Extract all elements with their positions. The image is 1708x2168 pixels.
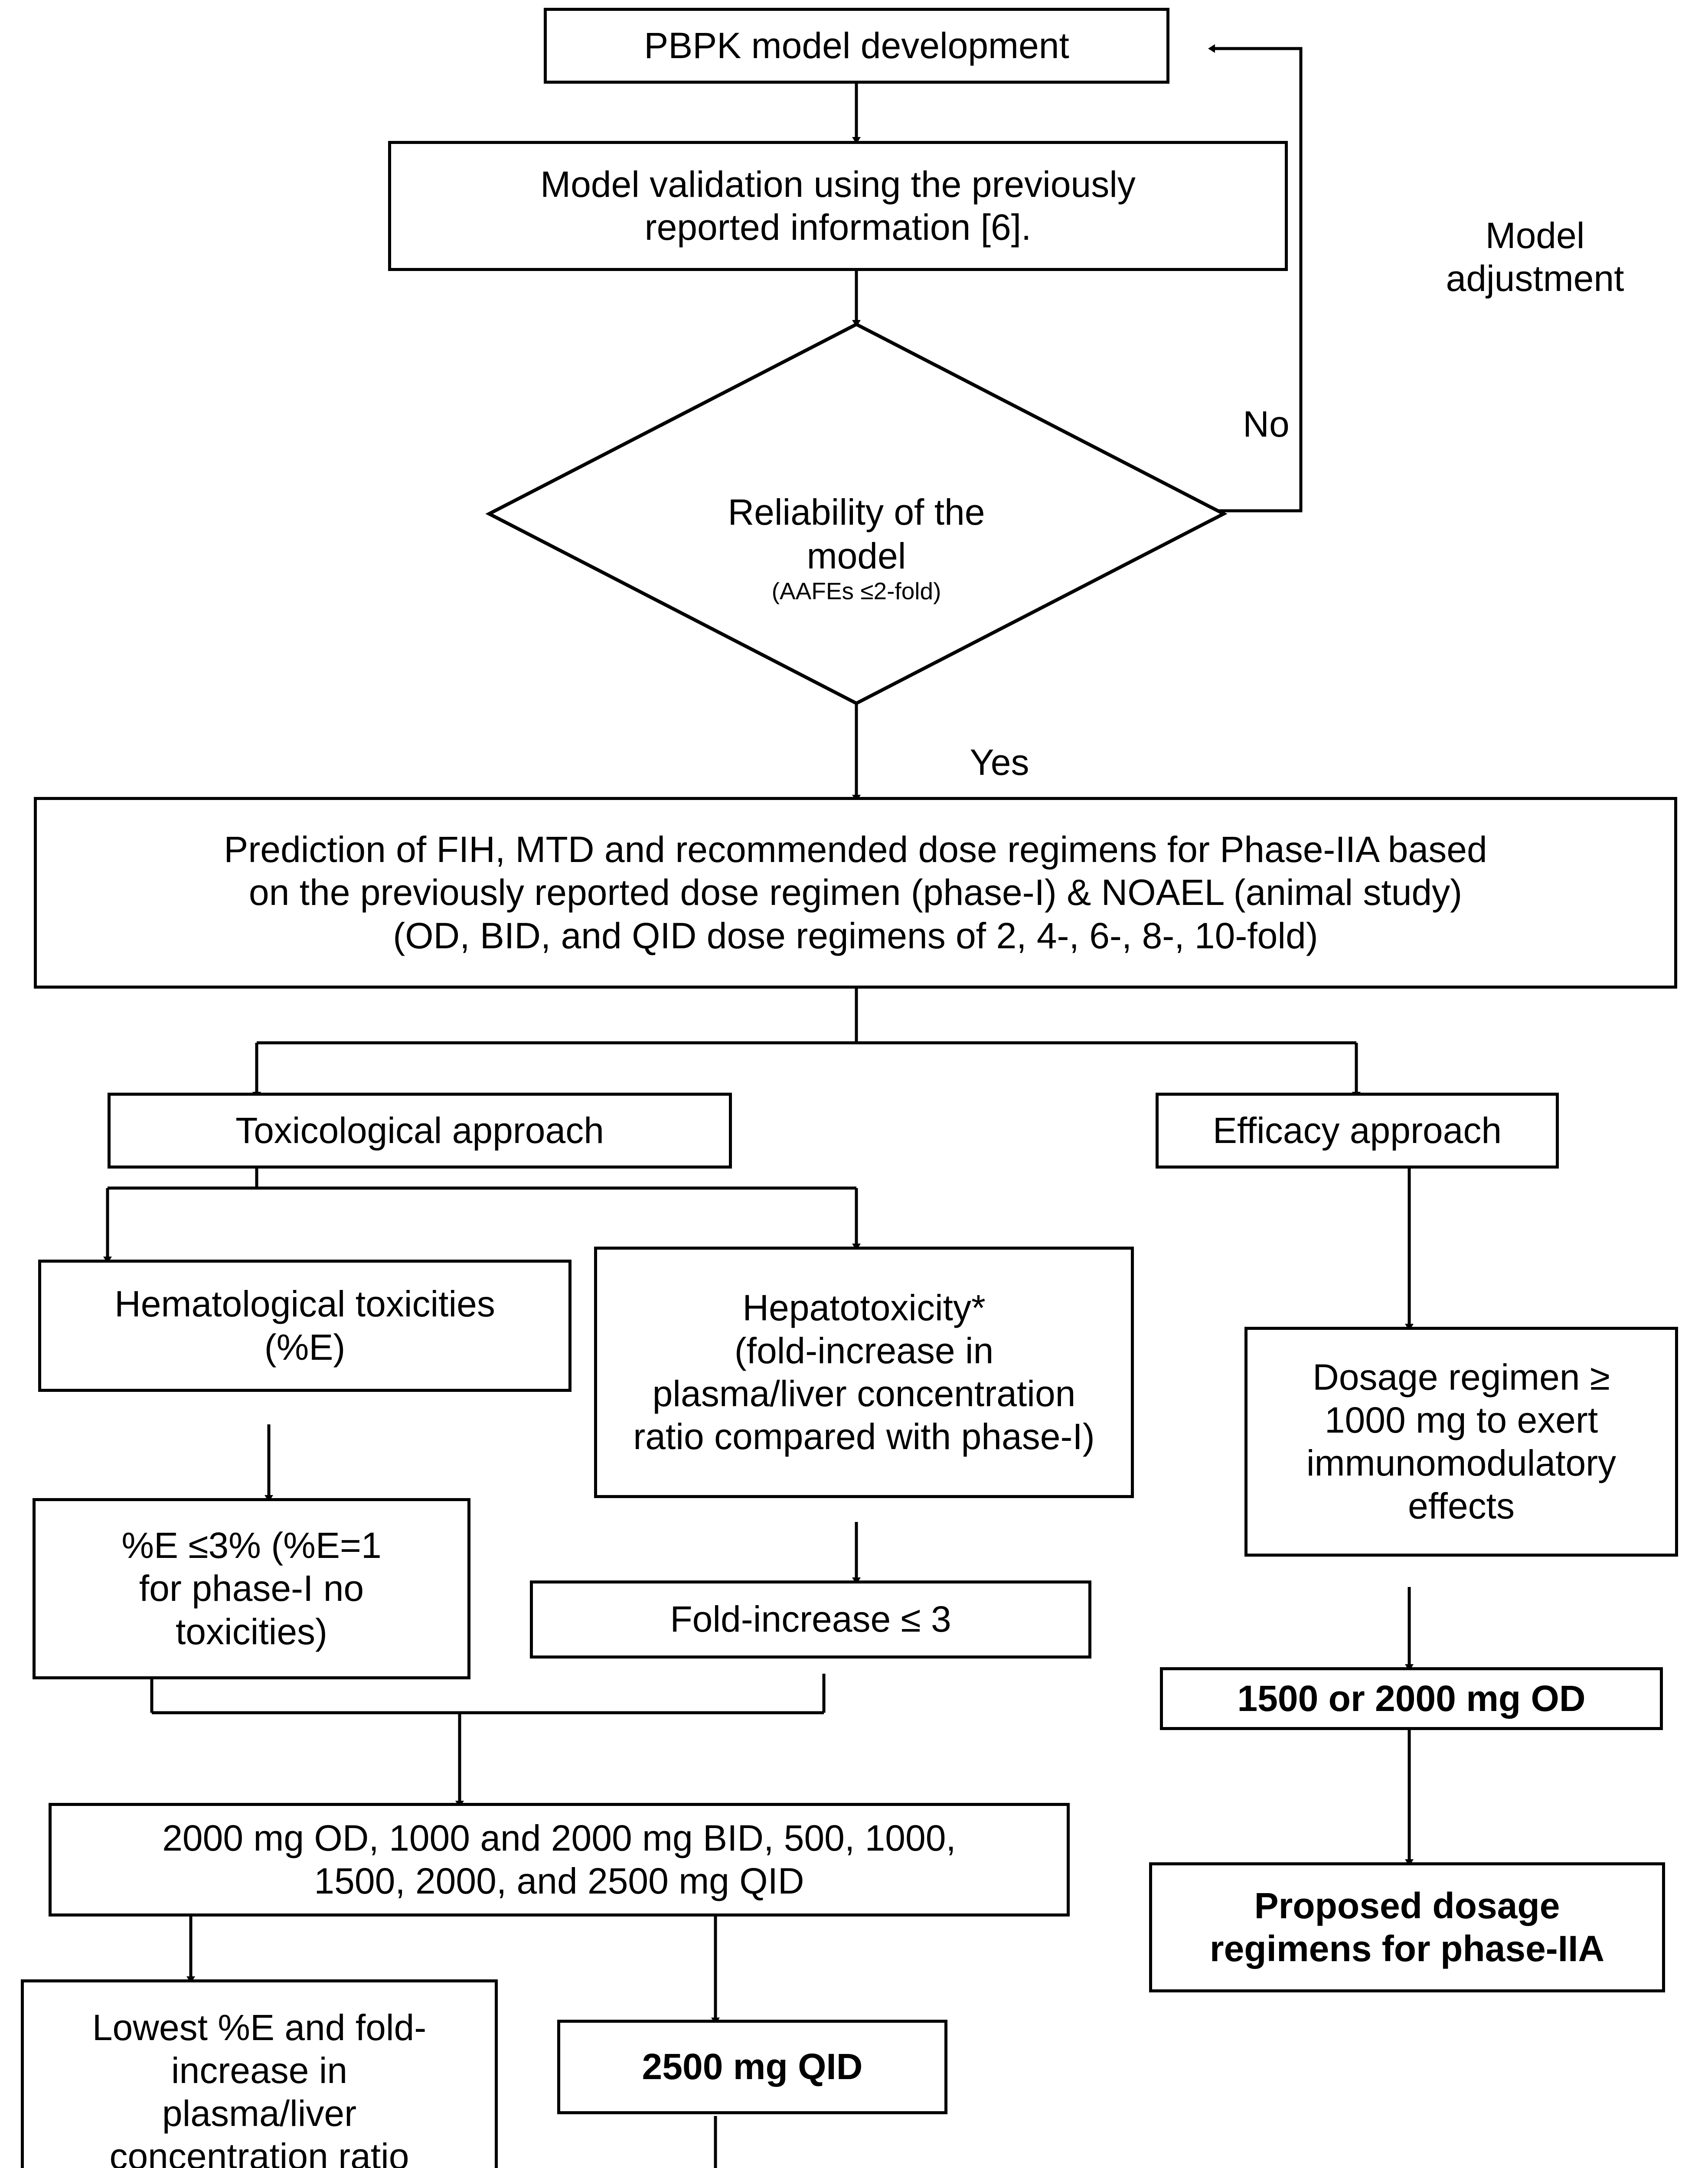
node-dose-1500-2000-od: 1500 or 2000 mg OD <box>1160 1667 1663 1730</box>
node-toxicological-approach: Toxicological approach <box>108 1093 732 1169</box>
edge-label-yes: Yes <box>970 742 1029 783</box>
node-model-validation: Model validation using the previously re… <box>388 141 1288 271</box>
node-prediction-phase2a: Prediction of FIH, MTD and recommended d… <box>34 797 1677 989</box>
node-dosage-regimen-1000mg: Dosage regimen ≥ 1000 mg to exert immuno… <box>1244 1327 1678 1557</box>
edge-label-model-adjustment: Model adjustment <box>1446 215 1624 299</box>
node-proposed-regimens-phase2a: Proposed dosage regimens for phase-IIA <box>1149 1862 1665 1992</box>
node-lowest-pe-fold: Lowest %E and fold- increase in plasma/l… <box>21 1979 498 2168</box>
edge-no-feedback-loop <box>1195 44 1303 513</box>
node-pbpk-model-development: PBPK model development <box>544 8 1169 84</box>
node-percent-e-criterion: %E ≤3% (%E=1 for phase-I no toxicities) <box>33 1498 470 1679</box>
node-efficacy-approach: Efficacy approach <box>1156 1093 1559 1169</box>
edge-label-no: No <box>1243 404 1290 445</box>
node-fold-increase-criterion: Fold-increase ≤ 3 <box>530 1580 1091 1659</box>
diamond-label-reliability: Reliability of the model (AAFEs ≤2-fold) <box>728 491 985 605</box>
node-hepatotoxicity: Hepatotoxicity* (fold-increase in plasma… <box>594 1247 1134 1498</box>
node-dose-2500-qid: 2500 mg QID <box>557 2020 947 2114</box>
node-hematological-toxicities: Hematological toxicities (%E) <box>38 1260 572 1392</box>
decision-diamond-reliability <box>486 322 1227 705</box>
node-dose-list: 2000 mg OD, 1000 and 2000 mg BID, 500, 1… <box>49 1803 1070 1917</box>
